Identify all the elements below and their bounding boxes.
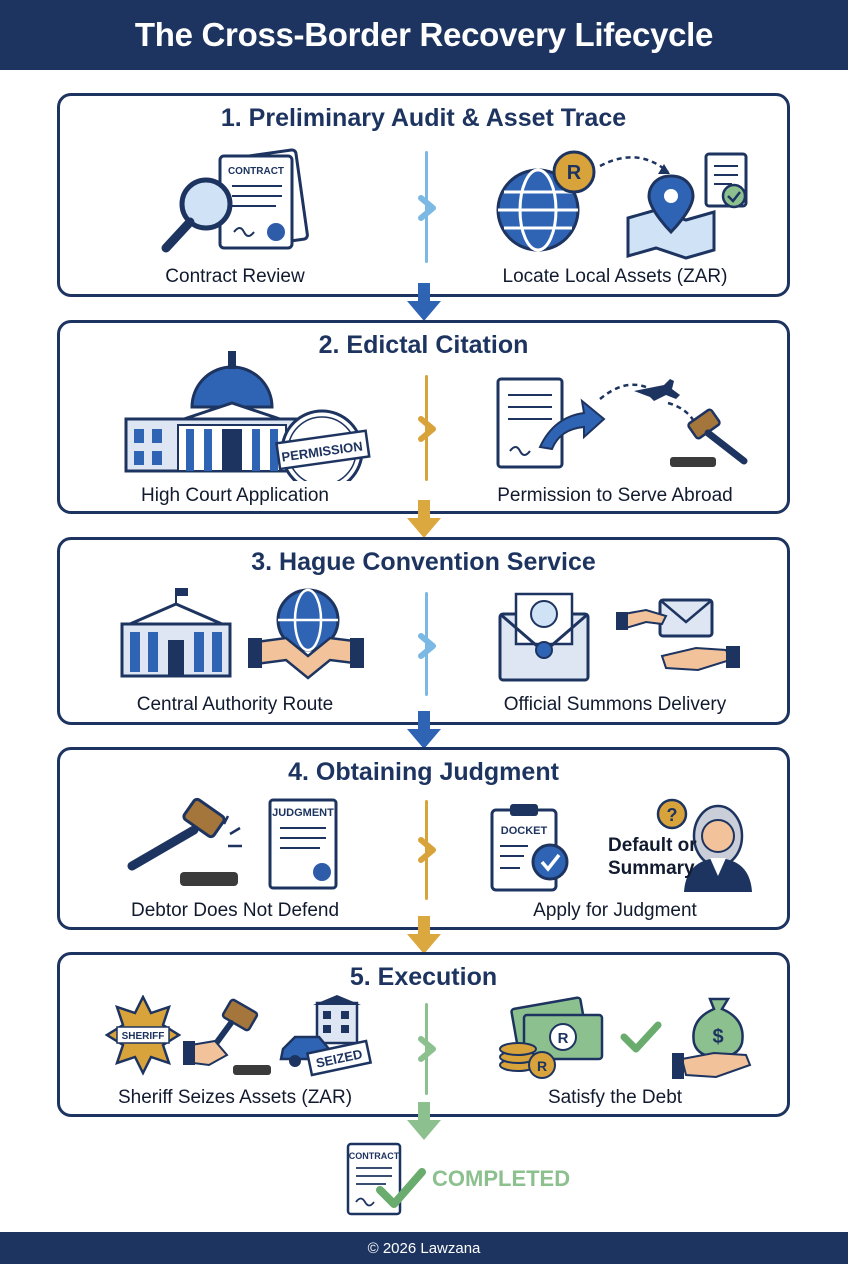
step-title: 5. Execution <box>349 963 498 991</box>
step-right-label: Permission to Serve Abroad <box>497 485 733 506</box>
docket-judge-icon: DOCKET ? <box>490 798 752 892</box>
chevron-right-icon <box>418 416 436 442</box>
down-arrow-icon <box>407 500 441 538</box>
step-right-label: Official Summons Delivery <box>503 694 727 715</box>
step-title: 1. Preliminary Audit & Asset Trace <box>220 104 627 132</box>
satisfy-debt-icon: R R $ <box>499 996 752 1079</box>
coin-rand-label: R <box>537 1058 547 1074</box>
banknote-rand-label: R <box>558 1030 569 1047</box>
money-bag-dollar-label: $ <box>712 1026 723 1048</box>
step-left-label: Contract Review <box>165 266 305 287</box>
chevron-right-icon <box>418 633 436 659</box>
summons-delivery-icon <box>498 592 740 682</box>
default-or-summary-text: Default or Summary <box>608 834 697 880</box>
step-right-half: R R $ Satisfy the Debt <box>460 995 770 1119</box>
chevron-right-icon <box>418 837 436 863</box>
down-arrow-icon <box>407 711 441 749</box>
chevron-right-icon <box>418 1036 436 1062</box>
step-right-half: Official Summons Delivery <box>460 586 770 726</box>
step-left-label: High Court Application <box>141 485 329 506</box>
page-footer: © 2026 Lawzana <box>0 1232 848 1264</box>
page-title: The Cross-Border Recovery Lifecycle <box>134 16 714 53</box>
step-left-half: Central Authority Route <box>80 586 390 726</box>
completed-contract-label: CONTRACT <box>349 1151 400 1161</box>
step-left-half: JUDGMENT Debtor Does Not Defend <box>80 796 390 932</box>
step-title: 3. Hague Convention Service <box>251 548 596 576</box>
down-arrow-icon <box>407 916 441 954</box>
central-authority-icon <box>120 588 364 680</box>
sheriff-seizure-icon: SHERIFF SEIZED <box>105 995 373 1077</box>
step-right-half: Permission to Serve Abroad <box>460 373 770 513</box>
completed-contract-icon: CONTRACT <box>346 1142 426 1216</box>
step-right-half: DOCKET ? Default or Summary Apply for Ju… <box>460 796 770 932</box>
step-card-3: 3. Hague Convention Service Central Auth… <box>57 537 790 725</box>
docket-label: DOCKET <box>501 825 548 837</box>
copyright-text: © 2026 Lawzana <box>367 1239 481 1257</box>
step-card-2: 2. Edictal Citation PERMISSION High Cour… <box>57 320 790 514</box>
down-arrow-icon <box>407 1102 441 1140</box>
summary-line: Summary <box>608 858 695 879</box>
page-header: The Cross-Border Recovery Lifecycle <box>0 0 848 70</box>
step-card-1: 1. Preliminary Audit & Asset Trace CONTR… <box>57 93 790 297</box>
gavel-judgment-icon: JUDGMENT <box>127 797 338 890</box>
step-right-label: Locate Local Assets (ZAR) <box>502 266 728 287</box>
contract-icon-label: CONTRACT <box>228 166 284 177</box>
chevron-right-icon <box>418 195 436 221</box>
step-left-label: Sheriff Seizes Assets (ZAR) <box>117 1087 353 1108</box>
completed-badge: CONTRACT COMPLETED <box>346 1142 570 1216</box>
step-right-label: Apply for Judgment <box>533 900 697 921</box>
divider <box>425 151 428 263</box>
question-mark-label: ? <box>667 805 678 825</box>
sheriff-badge-label: SHERIFF <box>122 1031 165 1042</box>
step-right-half: R Locate Local Assets (ZAR) <box>460 146 770 291</box>
step-left-half: CONTRACT Contract Review <box>80 146 390 291</box>
divider <box>425 375 428 481</box>
judgment-doc-label: JUDGMENT <box>272 807 334 819</box>
step-card-5: 5. Execution SHERIFF SEIZED Sheriff Seiz… <box>57 952 790 1117</box>
down-arrow-icon <box>407 283 441 321</box>
step-left-label: Central Authority Route <box>136 694 334 715</box>
divider <box>425 1003 428 1095</box>
courthouse-icon: PERMISSION <box>124 351 371 481</box>
divider <box>425 800 428 900</box>
step-title: 4. Obtaining Judgment <box>288 758 559 786</box>
rand-coin-label: R <box>567 162 582 184</box>
serve-abroad-icon <box>496 377 748 469</box>
step-left-half: PERMISSION High Court Application <box>80 343 390 513</box>
step-title: 2. Edictal Citation <box>318 331 529 359</box>
step-card-4: 4. Obtaining Judgment JUDGMENT Debtor Do… <box>57 747 790 930</box>
default-or-line: Default or <box>608 835 697 856</box>
completed-label: COMPLETED <box>432 1166 571 1191</box>
step-left-half: SHERIFF SEIZED Sheriff Seizes Assets (ZA… <box>80 995 390 1119</box>
step-left-label: Debtor Does Not Defend <box>130 900 340 921</box>
locate-assets-icon: R <box>496 150 748 260</box>
step-right-label: Satisfy the Debt <box>547 1087 683 1108</box>
contract-review-icon: CONTRACT <box>161 148 309 253</box>
